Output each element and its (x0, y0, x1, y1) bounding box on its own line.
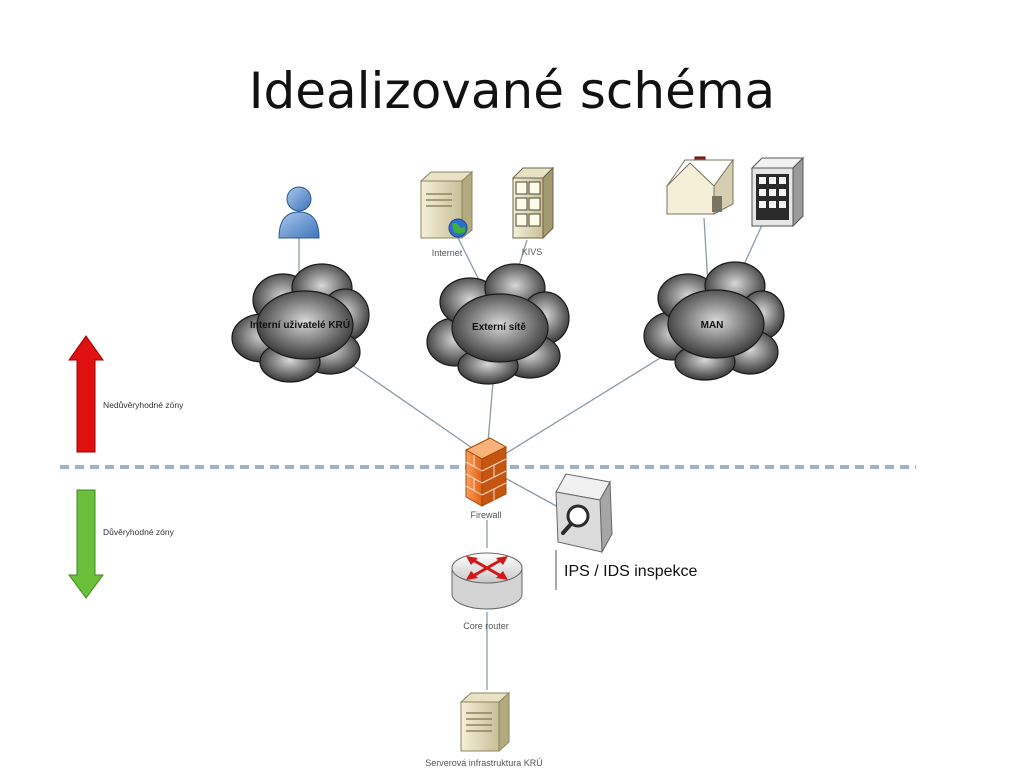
cloud-external (426, 263, 570, 385)
core-router-label: Core router (463, 621, 509, 631)
ips-ids-label: IPS / IDS inspekce (564, 563, 697, 580)
internet-label: Internet (432, 248, 463, 258)
cloud-internal-users (231, 263, 370, 383)
kivs-label: KIVS (522, 247, 543, 257)
server-infrastructure-label: Serverová infrastruktura KRÚ (425, 758, 543, 768)
office-building-icon (750, 156, 805, 228)
firewall-icon (464, 437, 508, 507)
cloud-external-label: Externí sítě (472, 322, 526, 333)
firewall-label: Firewall (470, 510, 501, 520)
router-icon (451, 552, 523, 610)
link-house-cloud (703, 217, 709, 286)
user-icon (278, 186, 320, 239)
server-icon (459, 691, 511, 753)
page-title: Idealizované schéma (248, 62, 776, 120)
trusted-zone-label: Důvěryhodné zóny (103, 527, 175, 537)
link-cloud1-firewall (344, 359, 479, 453)
cloud-internal-users-label: Interní uživatelé KRÚ (250, 318, 350, 331)
untrusted-zone-arrow (68, 335, 104, 453)
trusted-zone-arrow (68, 489, 104, 599)
untrusted-zone-label: Nedůvěryhodné zóny (103, 400, 184, 410)
ips-scanner-icon (555, 473, 613, 554)
server-rack-icon (511, 166, 555, 240)
connection-links (298, 213, 768, 690)
link-cloud3-firewall (504, 354, 666, 455)
server-globe-icon (419, 170, 474, 240)
link-firewall-ips (504, 477, 561, 509)
house-icon (666, 156, 734, 215)
cloud-man (643, 261, 785, 381)
cloud-man-label: MAN (701, 320, 724, 331)
